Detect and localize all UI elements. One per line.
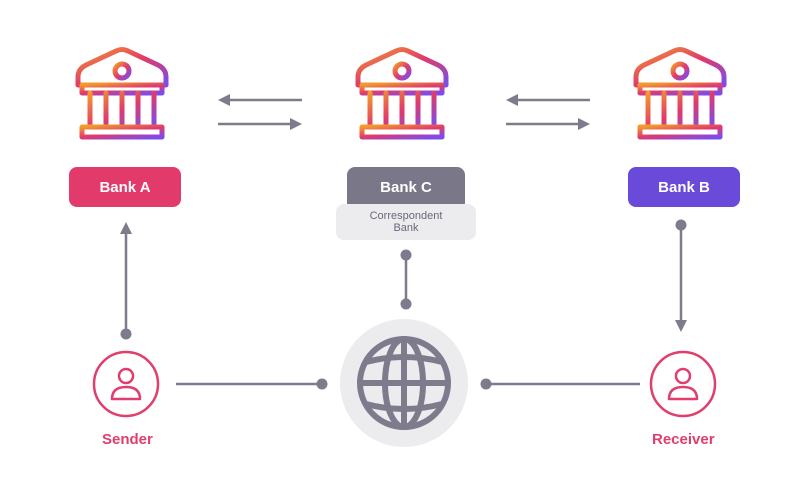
correspondent-label-line2: Bank bbox=[393, 222, 419, 234]
sender-to-network-connector bbox=[176, 378, 328, 390]
bank-a-icon bbox=[74, 50, 170, 149]
sender-label: Sender bbox=[102, 431, 153, 448]
network-to-receiver-connector bbox=[480, 378, 640, 390]
bank-c-b-exchange-arrows bbox=[506, 94, 590, 130]
bank-a-c-exchange-arrows bbox=[218, 94, 302, 130]
bank-c-label: Bank C bbox=[347, 167, 465, 207]
bank-c-icon bbox=[354, 50, 450, 149]
correspondent-to-network-connector bbox=[400, 249, 412, 310]
bank-b-label: Bank B bbox=[628, 167, 740, 207]
bank-b-icon bbox=[632, 50, 728, 149]
bank-a-label: Bank A bbox=[69, 167, 181, 207]
sender-to-bank-a-connector bbox=[120, 222, 132, 340]
correspondent-bank-label: Correspondent Bank bbox=[336, 204, 476, 240]
globe-icon bbox=[340, 319, 468, 447]
sender-person-icon bbox=[92, 350, 160, 418]
receiver-person-icon bbox=[649, 350, 717, 418]
bank-b-to-receiver-connector bbox=[675, 219, 687, 332]
correspondent-label-line1: Correspondent bbox=[369, 210, 443, 222]
receiver-label: Receiver bbox=[652, 431, 715, 448]
